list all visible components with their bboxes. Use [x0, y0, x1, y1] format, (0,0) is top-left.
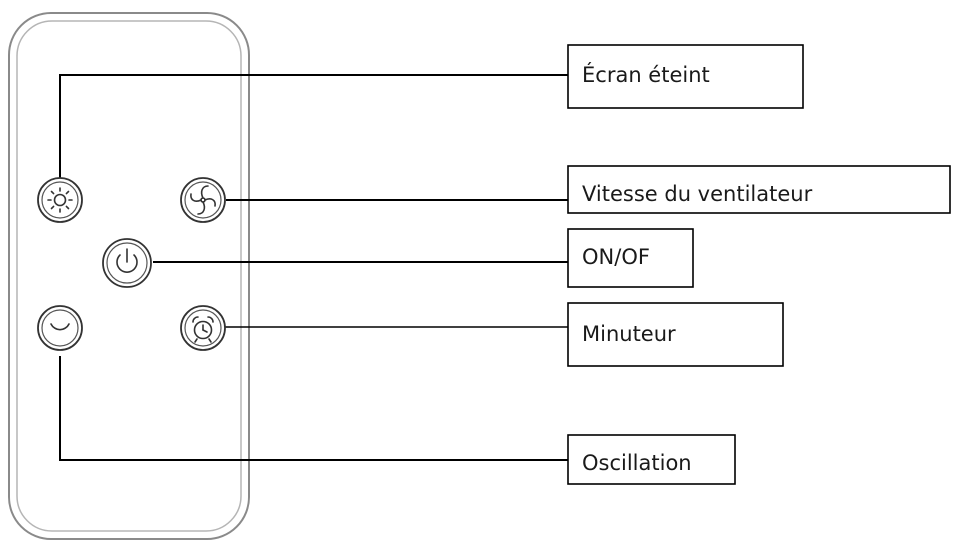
- alarm-clock-icon: [192, 316, 214, 343]
- fan-icon: [190, 185, 216, 215]
- button-power[interactable]: [102, 238, 152, 288]
- leader-screen-off: [59, 74, 568, 178]
- label-timer: Minuteur: [567, 302, 784, 367]
- remote-body: [8, 12, 250, 540]
- label-timer-text: Minuteur: [582, 322, 676, 346]
- leader-oscillation: [59, 356, 568, 461]
- button-timer[interactable]: [180, 305, 226, 351]
- label-oscillation-text: Oscillation: [582, 451, 692, 475]
- leader-lines: [59, 74, 568, 461]
- label-oscillation: Oscillation: [567, 434, 736, 485]
- label-fan-speed-text: Vitesse du ventilateur: [582, 182, 813, 206]
- label-screen-off: Écran éteint: [567, 44, 804, 109]
- sun-icon: [47, 187, 73, 213]
- power-icon: [116, 248, 138, 273]
- label-screen-off-text: Écran éteint: [582, 62, 710, 87]
- label-power-text: ON/OF: [582, 245, 650, 269]
- button-oscillation[interactable]: [37, 305, 83, 351]
- button-fan-speed[interactable]: [180, 177, 226, 223]
- label-fan-speed: Vitesse du ventilateur: [567, 165, 951, 214]
- button-screen-off[interactable]: [37, 177, 83, 223]
- label-power: ON/OF: [567, 228, 694, 288]
- oscillation-arc-icon: [50, 323, 70, 331]
